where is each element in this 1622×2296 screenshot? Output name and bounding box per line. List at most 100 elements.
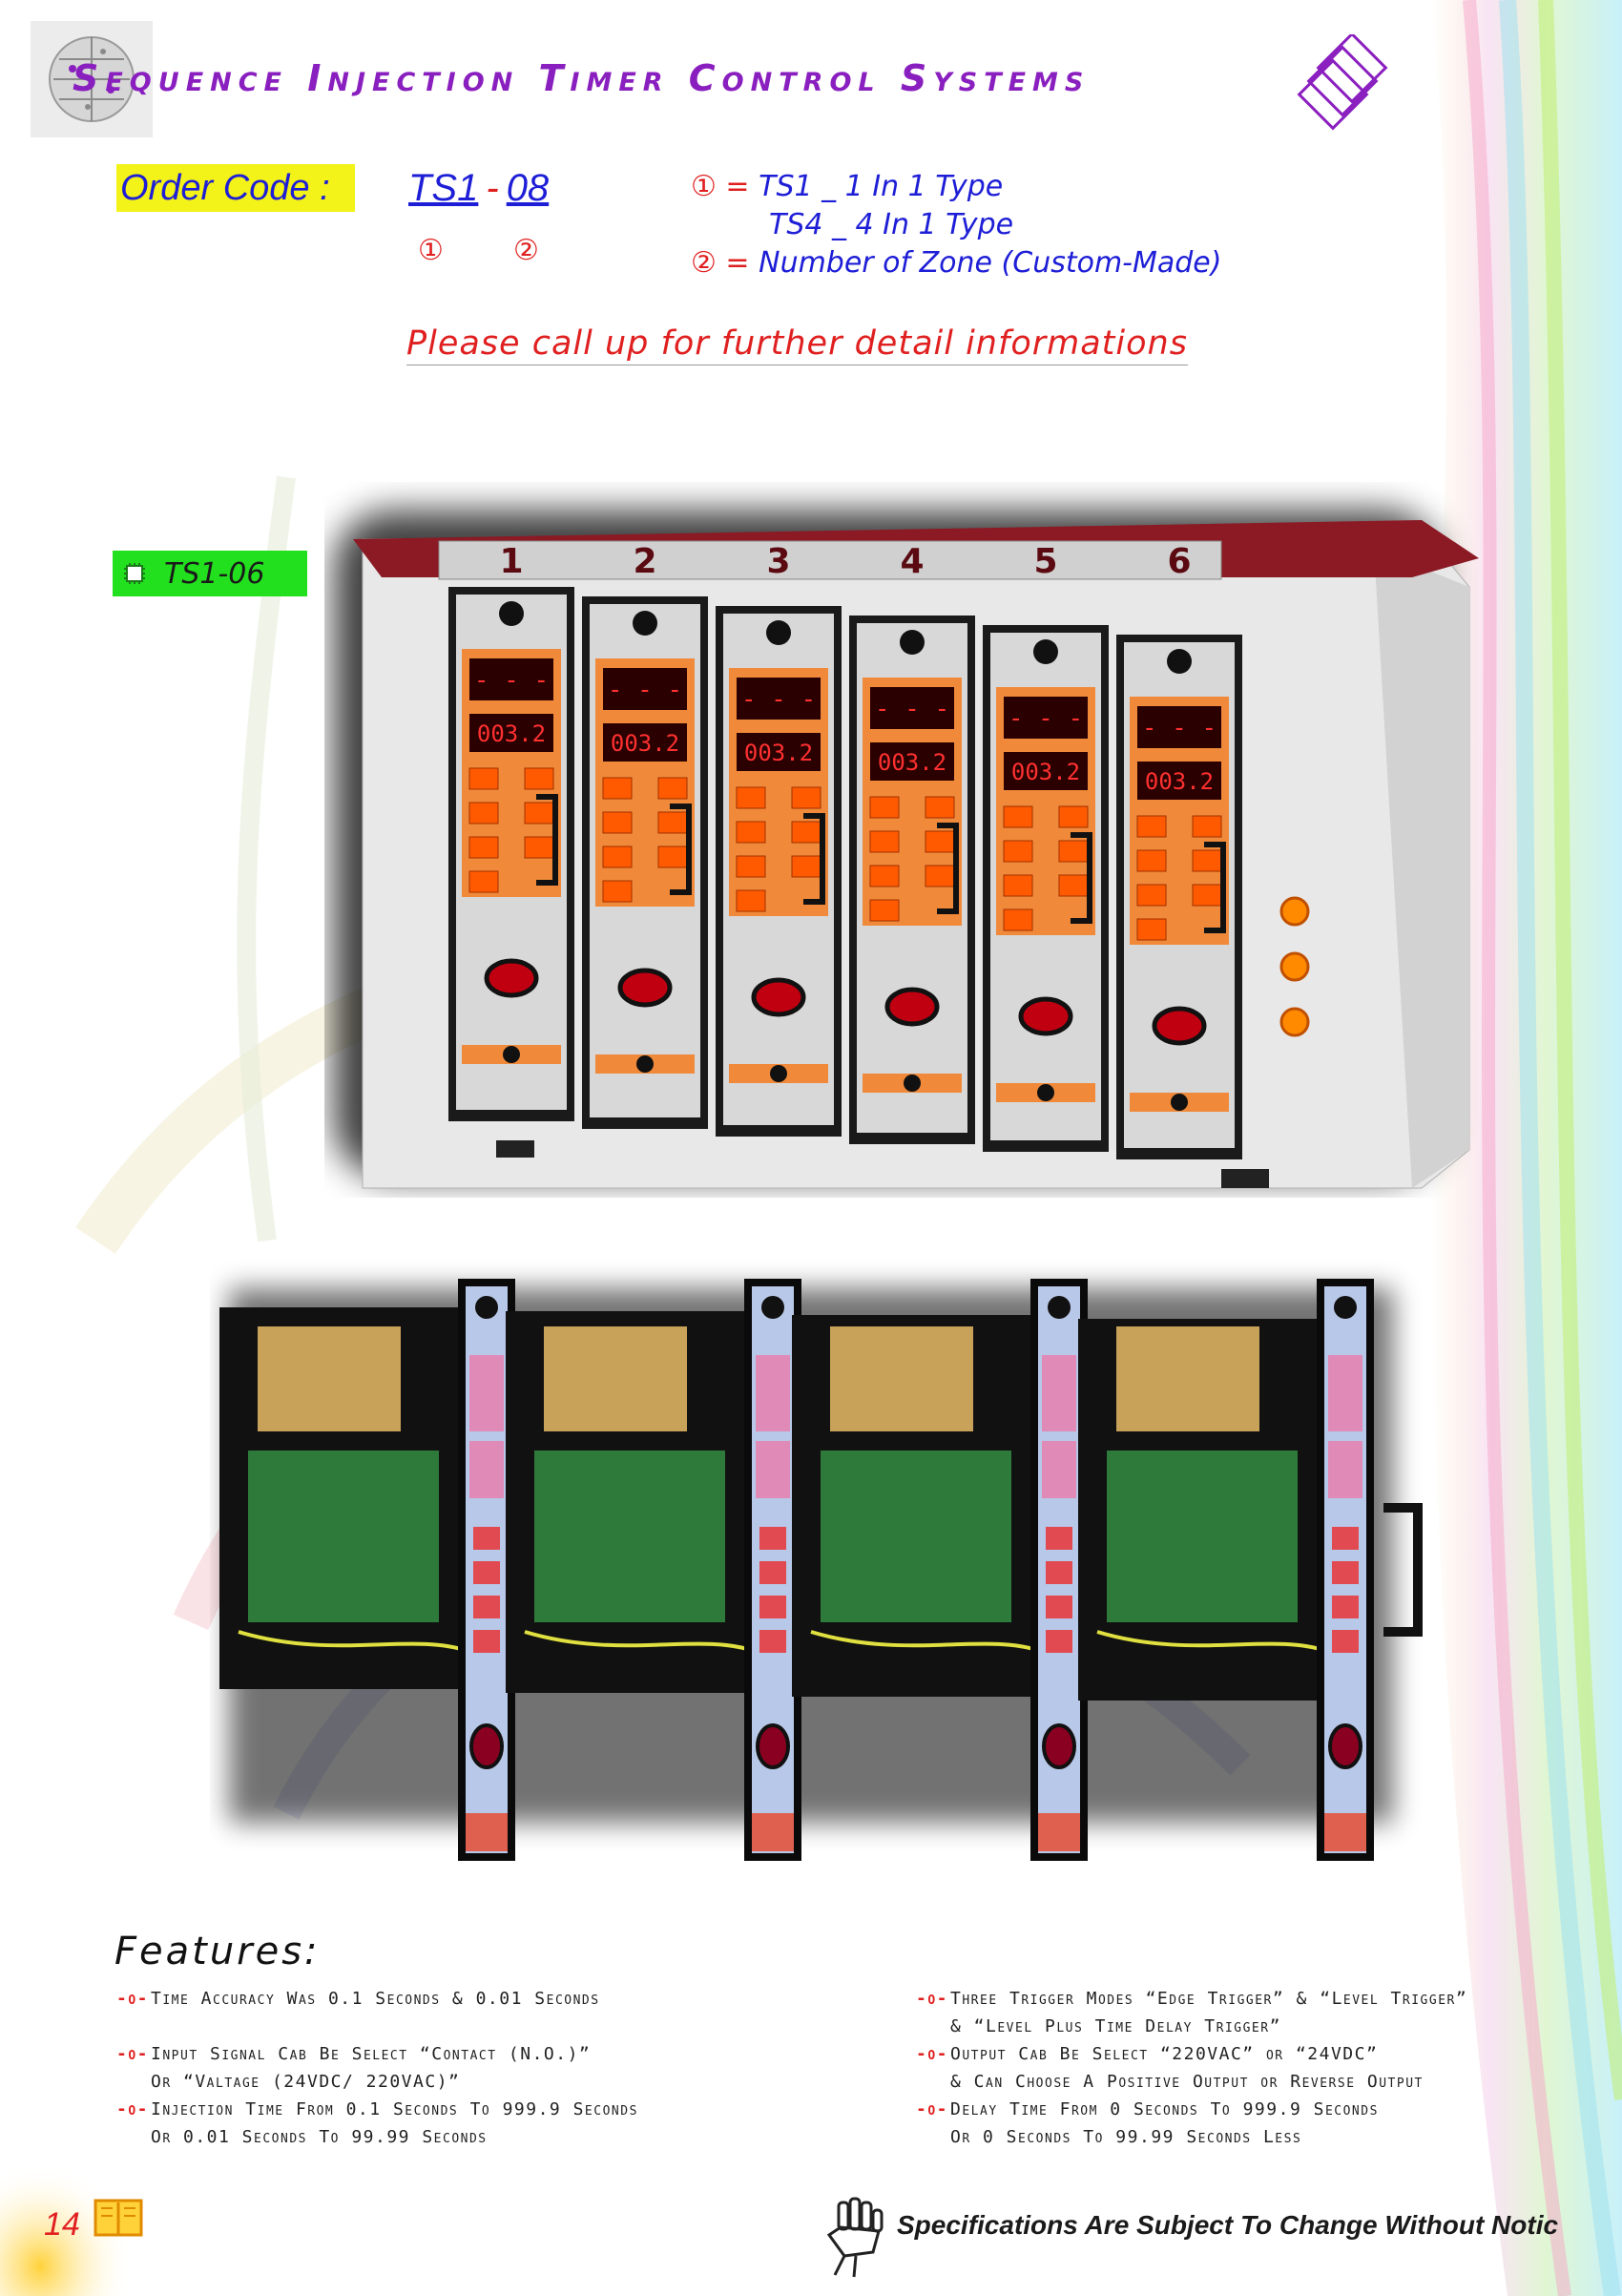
display-value bbox=[469, 714, 553, 752]
feature-bullet-icon: -o- bbox=[116, 2044, 150, 2064]
zone-module: - - -003.2 bbox=[716, 606, 842, 1137]
panel-button bbox=[468, 836, 499, 859]
module-handle bbox=[1071, 832, 1092, 924]
feature-text: & Can Choose A Positive Output or Revers… bbox=[950, 2072, 1424, 2092]
display-value bbox=[603, 723, 687, 762]
feature-text: Delay Time From 0 Seconds To 999.9 Secon… bbox=[950, 2099, 1379, 2119]
bottom-knob-icon bbox=[503, 1046, 520, 1063]
bottom-knob-icon bbox=[1171, 1094, 1188, 1111]
panel-button bbox=[869, 865, 900, 887]
display-value-text: 003.2 bbox=[1145, 768, 1214, 795]
display-top bbox=[737, 678, 821, 720]
power-switch-icon bbox=[1152, 1006, 1207, 1046]
panel-button bbox=[1003, 908, 1033, 931]
top-knob-icon bbox=[1167, 649, 1192, 674]
panel-button bbox=[468, 802, 499, 824]
display-window bbox=[756, 1355, 790, 1431]
board-module bbox=[792, 1279, 1088, 1861]
display-value bbox=[870, 742, 954, 781]
bottom-knob-icon bbox=[636, 1055, 654, 1073]
features-right-column: -o-Three Trigger Modes “Edge Trigger” & … bbox=[916, 1985, 1603, 2151]
panel-button bbox=[791, 786, 821, 809]
feature-line: Or 0.01 Seconds To 99.99 Seconds bbox=[116, 2123, 880, 2151]
display-value bbox=[1137, 762, 1221, 800]
panel-button bbox=[602, 811, 633, 834]
feature-line: & Can Choose A Positive Output or Revers… bbox=[916, 2068, 1603, 2096]
module-handle bbox=[937, 823, 959, 914]
display-top-text: - - - bbox=[875, 695, 949, 723]
panel-button bbox=[468, 767, 499, 790]
top-knob-icon bbox=[633, 611, 657, 636]
logic-board bbox=[248, 1451, 439, 1622]
panel-button bbox=[602, 845, 633, 868]
features-left-column: -o-Time Accuracy Was 0.1 Seconds & 0.01 … bbox=[116, 1985, 880, 2151]
panel-button bbox=[1332, 1630, 1359, 1653]
brand-logo-tile bbox=[31, 21, 153, 137]
power-switch-icon bbox=[756, 1723, 790, 1769]
feature-line: Or 0 Seconds To 99.99 Seconds Less bbox=[916, 2123, 1603, 2151]
display-window bbox=[1042, 1441, 1076, 1498]
feature-bullet-icon: -o- bbox=[116, 1989, 150, 2009]
panel-button bbox=[736, 786, 766, 809]
bottom-knob-icon bbox=[1037, 1084, 1054, 1101]
feature-text: Or 0 Seconds To 99.99 Seconds Less bbox=[950, 2127, 1302, 2147]
panel-button bbox=[1332, 1527, 1359, 1550]
front-plate-footer bbox=[466, 1813, 508, 1851]
feature-line: -o-Delay Time From 0 Seconds To 999.9 Se… bbox=[916, 2096, 1603, 2123]
panel-button bbox=[759, 1630, 786, 1653]
book-icon bbox=[94, 2199, 143, 2237]
top-knob-icon bbox=[900, 630, 925, 655]
top-knob-icon bbox=[1334, 1296, 1357, 1319]
zone-module: - - -003.2 bbox=[582, 596, 708, 1129]
marker-type: ① bbox=[418, 234, 444, 267]
panel-button bbox=[925, 865, 955, 887]
panel-button bbox=[1192, 884, 1222, 907]
panel-button bbox=[1003, 874, 1033, 897]
zone-number-label: 5 bbox=[1033, 542, 1057, 581]
feature-bullet-icon bbox=[916, 2123, 950, 2151]
panel-button bbox=[869, 830, 900, 853]
display-value-text: 003.2 bbox=[878, 749, 946, 776]
panel-button bbox=[1136, 884, 1167, 907]
panel-button bbox=[1136, 849, 1167, 872]
order-code-definitions: ① = TS1 _ 1 In 1 Type TS4 _ 4 In 1 Type … bbox=[691, 168, 1221, 282]
display-top bbox=[1137, 706, 1221, 748]
feature-bullet-icon: -o- bbox=[916, 2099, 949, 2119]
display-top bbox=[870, 687, 954, 729]
panel-button bbox=[602, 880, 633, 903]
panel-button bbox=[1058, 874, 1089, 897]
feature-line: -o-Input Signal Cab Be Select “Contact (… bbox=[116, 2040, 880, 2068]
def2-marker: ② = bbox=[691, 246, 750, 280]
bottom-knob-icon bbox=[770, 1065, 787, 1082]
def1-line1: TS1 _ 1 In 1 Type bbox=[759, 170, 1004, 203]
top-knob-icon bbox=[1048, 1296, 1071, 1319]
panel-button bbox=[759, 1527, 786, 1550]
page-title: Sequence Injection Timer Control Systems bbox=[73, 57, 1091, 99]
panel-button bbox=[657, 811, 688, 834]
top-knob-icon bbox=[475, 1296, 498, 1319]
chip-icon bbox=[124, 563, 145, 584]
model-tag-label: TS1-06 bbox=[164, 556, 265, 591]
zone-number-label: 6 bbox=[1167, 542, 1191, 581]
module-handle bbox=[536, 794, 558, 886]
feature-line: Or “Valtage (24VDC/ 220VAC)” bbox=[116, 2068, 880, 2096]
panel-button bbox=[1136, 918, 1167, 941]
panel-button bbox=[736, 821, 766, 844]
panel-button bbox=[791, 821, 821, 844]
feature-line: -o-Three Trigger Modes “Edge Trigger” & … bbox=[916, 1985, 1603, 2013]
def1-marker: ① = bbox=[691, 170, 750, 203]
controller-modules-photo bbox=[219, 1279, 1423, 1861]
panel-button bbox=[1332, 1561, 1359, 1584]
feature-bullet-icon: -o- bbox=[116, 2099, 150, 2119]
display-window bbox=[1042, 1355, 1076, 1431]
model-tag: TS1-06 bbox=[113, 551, 307, 596]
panel-button bbox=[1332, 1596, 1359, 1618]
feature-line: & “Level Plus Time Delay Trigger” bbox=[916, 2013, 1603, 2040]
power-board bbox=[258, 1326, 401, 1431]
marker-zones: ② bbox=[513, 234, 539, 267]
top-knob-icon bbox=[766, 620, 791, 645]
power-switch-icon bbox=[1042, 1723, 1076, 1769]
order-code-label: Order Code : bbox=[116, 164, 355, 212]
features-title: Features: bbox=[114, 1930, 321, 1973]
display-top-text: - - - bbox=[1009, 704, 1083, 733]
